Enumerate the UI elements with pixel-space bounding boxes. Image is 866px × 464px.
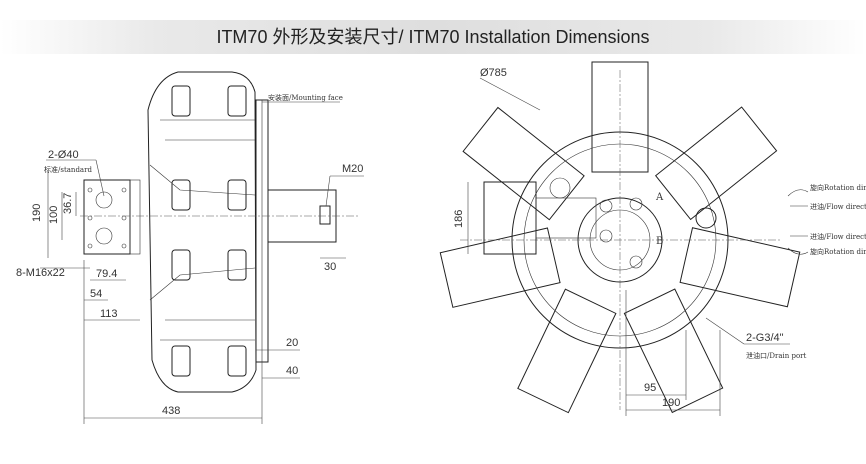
port-b-label: B <box>656 236 663 247</box>
title-bar: ITM70 外形及安装尺寸/ ITM70 Installation Dimens… <box>0 20 866 54</box>
dim-100-side: 100 <box>48 206 60 224</box>
dim-30: 30 <box>324 261 336 273</box>
diameter-label: Ø785 <box>480 67 507 79</box>
flow-2-label: 进油/Flow direction <box>810 232 866 241</box>
side-view: 安装面/Mounting face 2-Ø40 标准/standard M20 … <box>16 71 364 424</box>
dim-40: 40 <box>286 365 298 377</box>
standard-label: 标准/standard <box>44 165 92 174</box>
dim-186: 186 <box>453 210 465 228</box>
shaft-thread-label: M20 <box>342 163 363 175</box>
drain-thread-label: 2-G3/4" <box>746 332 784 344</box>
dim-190-side: 190 <box>31 204 43 222</box>
dim-36-7: 36.7 <box>62 193 74 214</box>
port-a-label: A <box>655 192 664 203</box>
mounting-face-label: 安装面/Mounting face <box>268 93 343 102</box>
dim-190-front: 190 <box>662 397 680 409</box>
holes-label: 2-Ø40 <box>48 149 79 161</box>
dim-20: 20 <box>286 337 298 349</box>
page-title: ITM70 外形及安装尺寸/ ITM70 Installation Dimens… <box>216 27 650 47</box>
rotation-1-en: Rotation direction <box>824 184 866 192</box>
bolts-label: 8-M16x22 <box>16 267 65 279</box>
dim-113: 113 <box>100 308 118 320</box>
drain-port-label: 泄油口/Drain port <box>746 351 807 360</box>
dim-54: 54 <box>90 288 102 300</box>
rotation-1-cn: 旋向 <box>810 183 824 192</box>
front-view: Ø785 186 A B 旋向 Rotation direction 进油/Fl… <box>439 61 866 416</box>
dim-438: 438 <box>162 405 180 417</box>
rotation-2-cn: 旋向 <box>810 247 824 256</box>
rotation-2-en: Rotation direction <box>824 248 866 256</box>
dim-79-4: 79.4 <box>96 268 117 280</box>
dim-95: 95 <box>644 382 656 394</box>
flow-1-label: 进油/Flow direction <box>810 202 866 211</box>
